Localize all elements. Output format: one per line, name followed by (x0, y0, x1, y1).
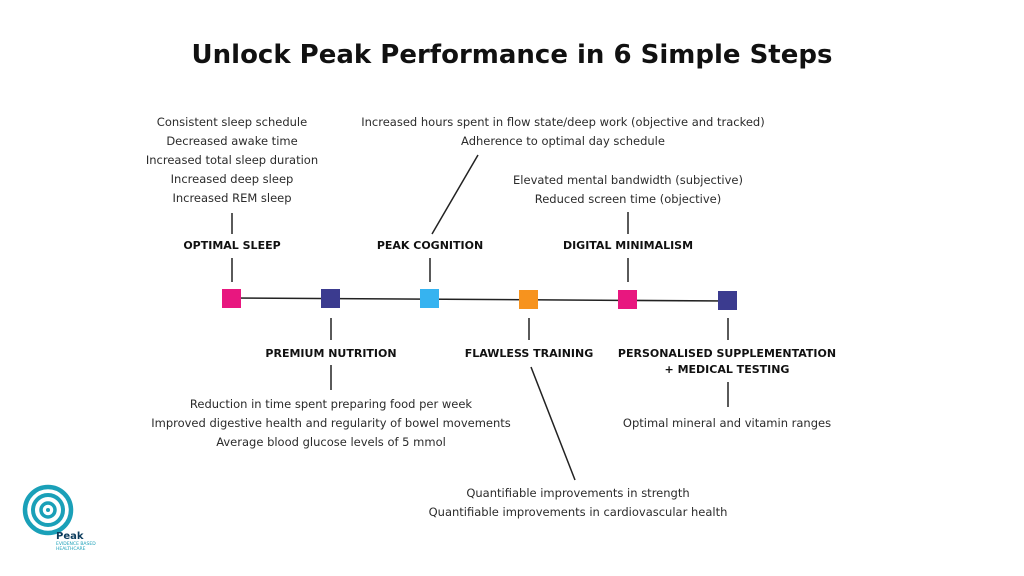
detail-line: Reduced screen time (objective) (534, 192, 722, 206)
page-title: Unlock Peak Performance in 6 Simple Step… (191, 40, 833, 70)
connector-flawless-training-bottom (530, 366, 576, 481)
optimal-sleep-details: Consistent sleep schedule Decreased awak… (132, 113, 332, 208)
logo-tagline: EVIDENCE BASED HEALTHCARE (56, 542, 96, 552)
step-label-premium-nutrition: PREMIUM NUTRITION (265, 347, 397, 360)
supplementation-details: Optimal mineral and vitamin ranges (607, 414, 847, 433)
step-marker-supplementation (718, 291, 737, 310)
timeline-axis (231, 297, 729, 302)
step-label-flawless-training: FLAWLESS TRAINING (464, 347, 594, 360)
step-label-line: + MEDICAL TESTING (664, 363, 790, 376)
detail-line: Increased hours spent in flow state/deep… (361, 115, 765, 129)
detail-line: Elevated mental bandwidth (subjective) (513, 173, 743, 187)
step-label-optimal-sleep: OPTIMAL SLEEP (183, 239, 281, 252)
step-label-peak-cognition: PEAK COGNITION (376, 239, 484, 252)
flawless-training-details: Quantifiable improvements in strength Qu… (412, 484, 744, 522)
peak-cognition-details: Increased hours spent in flow state/deep… (338, 113, 788, 151)
step-label-line: PERSONALISED SUPPLEMENTATION (617, 347, 837, 360)
detail-line: Increased total sleep duration (145, 153, 319, 167)
detail-line: Decreased awake time (166, 134, 298, 148)
peak-logo-icon (22, 484, 74, 536)
step-marker-premium-nutrition (321, 289, 340, 308)
step-label-digital-minimalism: DIGITAL MINIMALISM (562, 239, 694, 252)
step-marker-peak-cognition (420, 289, 439, 308)
detail-line: Optimal mineral and vitamin ranges (622, 416, 832, 430)
step-label-supplementation: PERSONALISED SUPPLEMENTATION + MEDICAL T… (617, 346, 837, 378)
detail-line: Increased REM sleep (172, 191, 292, 205)
logo-name: Peak (56, 531, 84, 542)
step-marker-optimal-sleep (222, 289, 241, 308)
detail-line: Consistent sleep schedule (156, 115, 308, 129)
detail-line: Adherence to optimal day schedule (461, 134, 665, 148)
logo-tagline-line: EVIDENCE BASED (56, 542, 96, 547)
connector-peak-cognition-top (431, 154, 479, 235)
step-marker-flawless-training (519, 290, 538, 309)
step-marker-digital-minimalism (618, 290, 637, 309)
premium-nutrition-details: Reduction in time spent preparing food p… (131, 395, 531, 452)
digital-minimalism-details: Elevated mental bandwidth (subjective) R… (493, 171, 763, 209)
detail-line: Quantifiable improvements in cardiovascu… (428, 505, 728, 519)
detail-line: Average blood glucose levels of 5 mmol (216, 435, 446, 449)
detail-line: Reduction in time spent preparing food p… (189, 397, 473, 411)
detail-line: Quantifiable improvements in strength (466, 486, 690, 500)
logo-tagline-line: HEALTHCARE (56, 547, 86, 552)
detail-line: Improved digestive health and regularity… (151, 416, 511, 430)
detail-line: Increased deep sleep (170, 172, 294, 186)
